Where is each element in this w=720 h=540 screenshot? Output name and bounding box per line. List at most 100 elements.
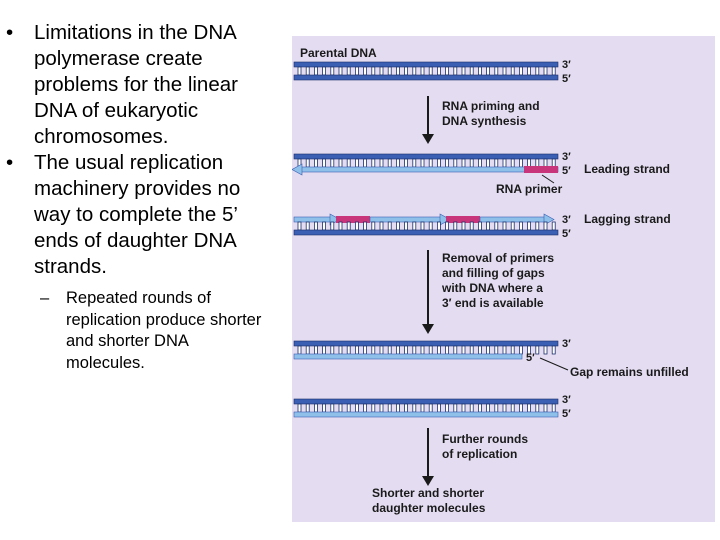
parental-dna-label: Parental DNA <box>300 46 377 60</box>
base-pair-rung <box>404 221 408 231</box>
base-pair-rung <box>322 403 327 413</box>
base-pair-rung <box>461 403 466 413</box>
base-pair-rung <box>477 221 482 231</box>
base-pair-rung <box>502 403 507 413</box>
step2-label: with DNA where a <box>441 281 543 295</box>
base-pair-rung <box>363 66 367 76</box>
bullet-marker: • <box>6 151 14 174</box>
base-pair-rung <box>355 403 359 413</box>
step3-label: of replication <box>442 447 517 461</box>
base-pair-rung <box>387 66 392 76</box>
base-pair-rung <box>338 345 343 355</box>
bullet-list: • Limitations in the DNA polymerase crea… <box>0 20 262 374</box>
base-pair-rung <box>412 158 417 168</box>
base-pair-rung <box>436 403 441 413</box>
okazaki-fragment <box>369 216 447 223</box>
base-pair-rung <box>510 345 515 355</box>
base-pair-rung <box>313 66 318 76</box>
base-pair-rung <box>420 158 425 168</box>
base-pair-rung <box>412 221 417 231</box>
base-pair-rung <box>338 403 343 413</box>
base-pair-rung <box>527 158 532 168</box>
base-pair-rung <box>527 66 532 76</box>
end-label-3prime: 3′ <box>562 394 571 406</box>
base-pair-rung <box>502 345 507 355</box>
base-pair-rung <box>371 221 376 231</box>
base-pair-rung <box>379 158 384 168</box>
end-label-5prime: 5′ <box>562 228 571 240</box>
base-pair-rung <box>428 403 433 413</box>
base-pair-rung <box>518 66 523 76</box>
base-pair-rung <box>379 345 384 355</box>
base-pair-rung <box>453 403 458 413</box>
base-pair-rung <box>445 158 450 168</box>
bullet-marker: • <box>6 21 14 44</box>
base-pair-rung <box>494 221 499 231</box>
base-pair-rung <box>322 66 327 76</box>
lagging-strand-duplex <box>293 213 559 236</box>
base-pair-rung <box>551 66 556 76</box>
end-label-3prime: 3′ <box>562 214 571 226</box>
base-pair-rung <box>551 221 556 231</box>
base-pair-rung <box>330 221 335 231</box>
end-label-5prime: 5′ <box>526 352 535 364</box>
rna-primer-block <box>336 216 370 223</box>
base-pair-rung <box>543 345 548 355</box>
step2-label: Removal of primers <box>442 251 554 265</box>
end-label-3prime: 3′ <box>562 59 571 71</box>
base-pair-rung <box>322 221 327 231</box>
base-pair-rung <box>313 158 318 168</box>
rna-primer-label: RNA primer <box>496 182 563 196</box>
base-pair-rung <box>396 221 400 231</box>
bullet-item: • Limitations in the DNA polymerase crea… <box>0 20 262 150</box>
base-pair-rung <box>322 345 327 355</box>
gap-pointer-line <box>539 357 569 371</box>
base-pair-rung <box>551 403 556 413</box>
base-pair-rung <box>445 66 450 76</box>
base-pair-rung <box>428 345 433 355</box>
base-pair-rung <box>551 158 556 168</box>
base-pair-rung <box>535 403 540 413</box>
base-pair-rung <box>379 66 384 76</box>
base-pair-rung <box>396 403 400 413</box>
step3-label: Further rounds <box>442 432 528 446</box>
base-pair-rung <box>494 158 499 168</box>
base-pair-rung <box>518 403 523 413</box>
base-pair-rung <box>355 345 359 355</box>
base-pair-rung <box>387 403 392 413</box>
base-pair-rung <box>387 345 392 355</box>
base-pair-rung <box>469 403 474 413</box>
base-pair-rung <box>461 66 466 76</box>
base-pair-rung <box>445 403 450 413</box>
gap-label: Gap remains unfilled <box>570 365 689 379</box>
base-pair-rung <box>527 403 532 413</box>
final-label: daughter molecules <box>372 501 486 515</box>
bullet-item: • The usual replication machinery provid… <box>0 150 262 280</box>
base-pair-rung <box>420 345 425 355</box>
base-pair-rung <box>396 66 400 76</box>
step2-label: and filling of gaps <box>442 266 545 280</box>
base-pair-rung <box>363 403 367 413</box>
base-pair-rungs <box>297 221 556 231</box>
base-pair-rung <box>535 345 540 355</box>
base-pair-rung <box>453 66 458 76</box>
shortened-duplex <box>293 398 559 418</box>
base-pair-rung <box>404 345 408 355</box>
base-pair-rung <box>404 66 408 76</box>
leading-daughter-strand <box>299 166 559 173</box>
base-pair-rung <box>518 345 523 355</box>
base-pair-rung <box>502 66 507 76</box>
base-pair-rung <box>363 158 367 168</box>
base-pair-rung <box>535 66 540 76</box>
base-pair-rung <box>346 158 351 168</box>
end-label-3prime: 3′ <box>562 151 571 163</box>
base-pair-rung <box>371 158 376 168</box>
base-pair-rung <box>355 221 359 231</box>
base-pair-rung <box>297 221 302 231</box>
base-pair-rung <box>510 221 515 231</box>
base-pair-rung <box>330 158 335 168</box>
base-pair-rung <box>543 66 548 76</box>
step1-label: RNA priming and <box>442 99 540 113</box>
base-pair-rung <box>330 403 335 413</box>
step-arrow <box>422 96 434 144</box>
